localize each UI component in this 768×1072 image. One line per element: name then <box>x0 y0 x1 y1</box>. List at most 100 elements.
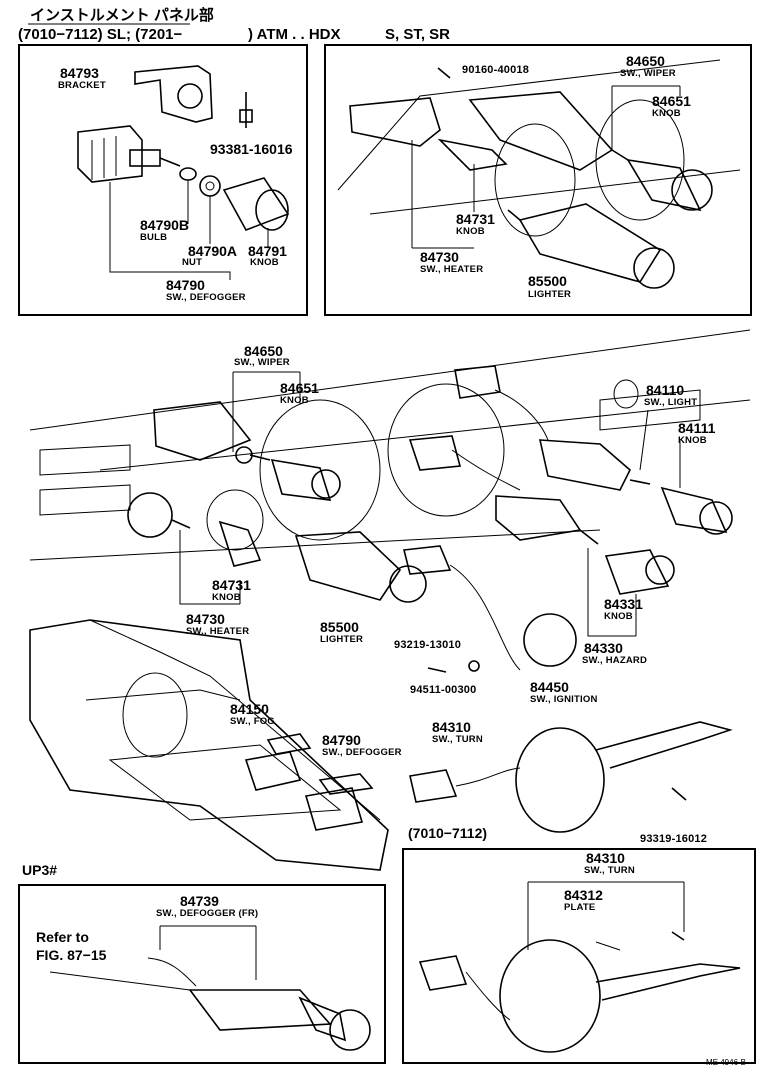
gauge-ring-2 <box>387 383 505 517</box>
fog-switch-drawing <box>244 751 302 791</box>
main-heater-switch <box>127 492 173 538</box>
screw-93319 <box>671 787 687 801</box>
ignition-switch-drawing <box>523 613 577 667</box>
part-number: 84790 <box>322 732 361 748</box>
bracket-hole <box>177 83 203 109</box>
part-name: SW., DEFOGGER (FR) <box>156 908 259 919</box>
part-name: SW., TURN <box>432 734 483 745</box>
part-number: 84791 <box>248 243 287 259</box>
part-name: SW., WIPER <box>620 68 676 79</box>
part-number: 93381-16016 <box>210 141 293 157</box>
part-number: 84790A <box>188 243 238 259</box>
part-name: SW., WIPER <box>234 357 290 368</box>
dash-panel-bottom <box>29 529 601 561</box>
part-name: SW., TURN <box>584 865 635 876</box>
main-wiper-switch <box>153 401 252 461</box>
dash-outline-bottom <box>369 169 741 215</box>
dash-panel-mid <box>99 399 751 471</box>
ignition-connector <box>403 545 452 575</box>
defogger-switch-body <box>77 125 143 183</box>
main-wiper-knob <box>270 459 332 501</box>
part-name: KNOB <box>212 592 241 603</box>
variant-tag: UP3# <box>22 862 58 878</box>
part-number: 94511-00300 <box>410 684 477 696</box>
figure-code: ME 4946-B <box>706 1058 747 1067</box>
center-console <box>29 619 389 871</box>
part-number: 93319-16012 <box>640 833 708 845</box>
part-number: 84450 <box>530 679 569 695</box>
part-name: BRACKET <box>58 80 106 91</box>
model-range-line-2: ) ATM . . HDX <box>248 26 341 43</box>
model-range-line: (7010−7112) SL; (7201− <box>18 26 183 43</box>
grade-list: S, ST, SR <box>385 26 451 43</box>
part-number: 84330 <box>584 640 623 656</box>
dash-outline-top <box>337 59 721 191</box>
part-number: 84790 <box>166 277 205 293</box>
part-number: 84150 <box>230 701 269 717</box>
bottom-turn-connector <box>418 955 468 991</box>
part-number: 93219-13010 <box>394 639 462 651</box>
part-name: LIGHTER <box>320 634 364 645</box>
part-number: 84651 <box>652 93 691 109</box>
main-heater-knob <box>218 520 262 567</box>
part-name: BULB <box>140 232 168 243</box>
part-number: 84650 <box>244 343 283 359</box>
part-name: PLATE <box>564 902 596 913</box>
part-number: 84310 <box>586 850 625 866</box>
bottom-left-illustration <box>49 925 371 1051</box>
part-name: SW., HEATER <box>420 264 484 275</box>
wiper-knob-drawing <box>626 158 702 212</box>
heater-knob-drawing <box>437 138 508 171</box>
console-opening <box>122 672 188 758</box>
part-number: 84731 <box>456 211 495 227</box>
knob-face <box>255 189 289 231</box>
screw-93219 <box>427 667 447 673</box>
main-light-switch <box>538 439 631 491</box>
main-hazard-switch <box>495 495 582 541</box>
part-name: SW., LIGHT <box>644 397 698 408</box>
part-number: 84651 <box>280 380 319 396</box>
part-number: 84110 <box>646 382 685 398</box>
part-number: 84730 <box>420 249 459 265</box>
part-name: KNOB <box>456 226 485 237</box>
part-name: KNOB <box>652 108 681 119</box>
console-defogger-switch <box>304 787 364 831</box>
plate-drawing <box>595 941 621 951</box>
screw-90160 <box>437 67 451 79</box>
part-number: 84650 <box>626 53 665 69</box>
reference-note-line-1: Refer to <box>36 929 89 945</box>
gauge-ring-1 <box>259 399 381 541</box>
lighter-drawing <box>518 203 662 283</box>
main-lighter <box>294 531 402 601</box>
part-name: KNOB <box>678 435 707 446</box>
part-name: SW., HAZARD <box>582 655 648 666</box>
part-name: NUT <box>182 257 203 268</box>
variant-range: (7010−7112) <box>408 825 488 841</box>
part-number: 84739 <box>180 893 219 909</box>
defogger-fr-switch-drawing <box>188 989 332 1031</box>
bottom-right-illustration <box>418 881 741 1053</box>
top-left-illustration <box>77 65 290 280</box>
main-turn-switch <box>515 727 605 833</box>
part-number: 84793 <box>60 65 99 81</box>
part-number: 84790B <box>140 217 190 233</box>
part-name: SW., FOG <box>230 716 275 727</box>
part-number: 84331 <box>604 596 643 612</box>
part-name: SW., DEFOGGER <box>322 747 402 758</box>
cable-line <box>49 971 191 991</box>
panel-top-left <box>18 44 308 316</box>
part-name: SW., DEFOGGER <box>166 292 246 303</box>
part-number: 84730 <box>186 611 225 627</box>
page-title-jp: インストルメント パネル部 <box>30 7 214 24</box>
part-name: KNOB <box>250 257 279 268</box>
part-name: LIGHTER <box>528 289 572 300</box>
part-number: 84312 <box>564 887 603 903</box>
part-number: 84731 <box>212 577 251 593</box>
switch-shaft <box>159 157 181 167</box>
part-number: 84111 <box>678 420 716 436</box>
gauge-opening-1 <box>494 123 576 237</box>
panel-bottom-right <box>402 848 756 1064</box>
reference-note-line-2: FIG. 87−15 <box>36 947 107 963</box>
part-number: 84310 <box>432 719 471 735</box>
